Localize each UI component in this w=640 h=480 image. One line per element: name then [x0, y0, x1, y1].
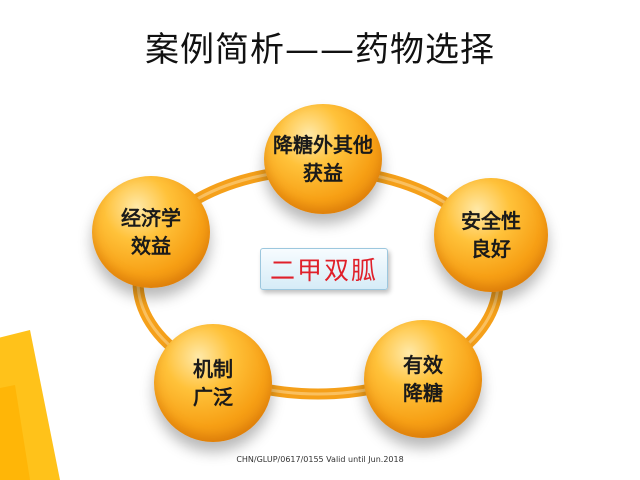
- node-top-line-1: 降糖外其他: [273, 133, 373, 157]
- center-label: 二甲双胍: [269, 256, 378, 285]
- node-bottom-right-line-2: 降糖: [403, 381, 443, 405]
- node-bottom-right: 有效 降糖: [364, 320, 482, 438]
- node-bottom-left-line-1: 机制: [193, 357, 233, 381]
- footer-code: CHN/GLUP/0617/0155 Valid until Jun.2018: [236, 455, 404, 464]
- node-left-line-1: 经济学: [121, 206, 181, 230]
- node-bottom-right-line-1: 有效: [403, 353, 443, 377]
- node-top-line-2: 获益: [303, 161, 343, 185]
- node-left-line-2: 效益: [131, 234, 171, 258]
- corner-decoration: [0, 330, 60, 480]
- node-bottom-left-line-2: 广泛: [193, 385, 233, 409]
- node-right-line-2: 良好: [471, 237, 511, 261]
- node-top: 降糖外其他 获益: [264, 104, 382, 214]
- node-left: 经济学 效益: [92, 176, 210, 288]
- node-right: 安全性 良好: [434, 178, 548, 292]
- node-right-line-1: 安全性: [461, 209, 521, 233]
- center-label-box: 二甲双胍: [260, 248, 388, 290]
- slide-title: 案例简析——药物选择: [145, 30, 495, 70]
- node-bottom-left: 机制 广泛: [154, 324, 272, 442]
